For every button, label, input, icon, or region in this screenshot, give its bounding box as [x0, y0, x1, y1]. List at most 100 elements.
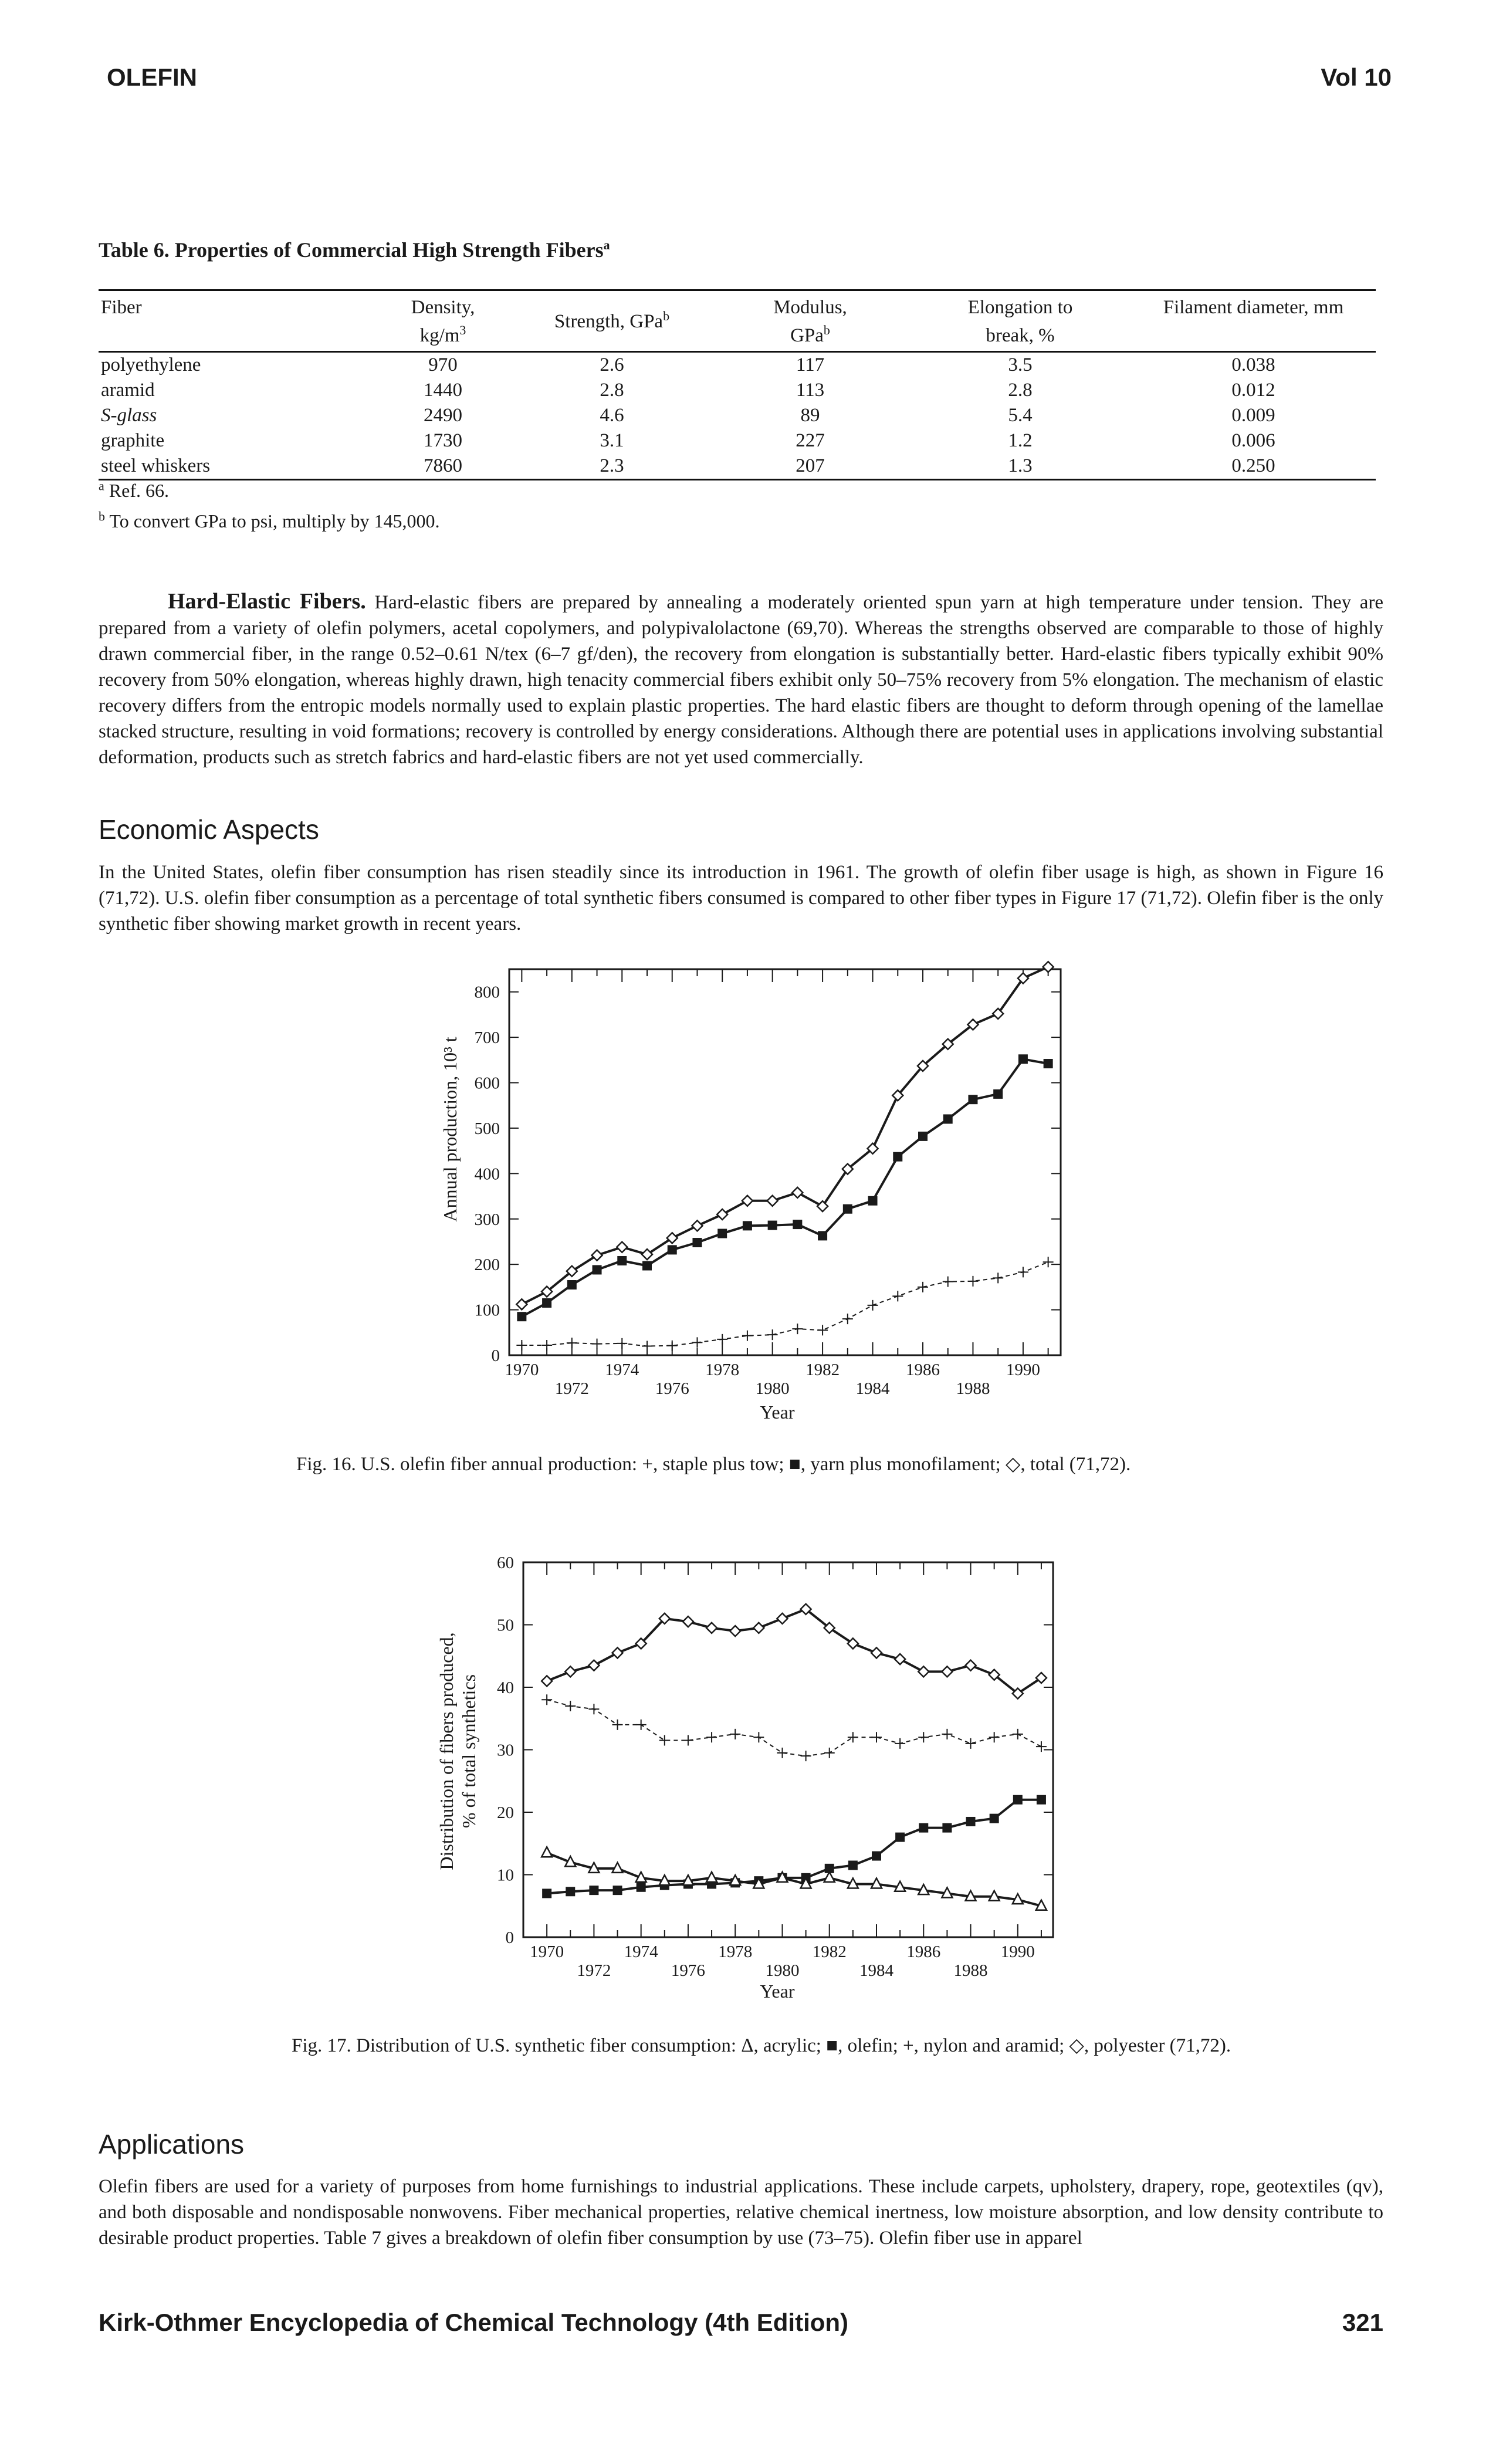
fig16-series — [515, 960, 1055, 1352]
fig17-data-point-triangle — [846, 1876, 859, 1889]
fig16-data-point-diamond — [791, 1186, 804, 1199]
fig17-data-point-plus — [612, 1719, 623, 1730]
fig17-data-point-plus — [800, 1751, 811, 1762]
fig17-data-point-triangle — [893, 1880, 907, 1893]
economic-paragraph: In the United States, olefin fiber consu… — [99, 862, 1383, 935]
fig16-y-axis-label: Annual production, 10³ t — [439, 1037, 461, 1221]
fig17-data-point-plus — [1035, 1741, 1047, 1752]
col-header-text: break, % — [986, 325, 1055, 346]
fig16-data-point-square — [617, 1255, 627, 1265]
fig17-data-point-triangle — [940, 1886, 954, 1898]
fig17-data-point-triangle — [752, 1876, 766, 1889]
fig16-data-point-plus — [541, 1339, 553, 1351]
fig16-x-tick-label: 1980 — [756, 1379, 790, 1398]
fig17-x-tick-label: 1978 — [718, 1942, 752, 1961]
fig17-data-point-diamond — [611, 1646, 624, 1660]
fig17-series-diamond — [540, 1603, 1048, 1700]
table-cell: 970 — [428, 354, 458, 375]
table-cell: 4.6 — [600, 405, 624, 426]
figure-16-caption: Fig. 16. U.S. olefin fiber annual produc… — [296, 1454, 1131, 1475]
fig16-data-point-diamond — [916, 1060, 929, 1072]
table-cell: 2.8 — [600, 380, 624, 401]
fig17-data-point-triangle — [681, 1873, 695, 1886]
table-cell: 0.012 — [1231, 380, 1275, 401]
table-row: steel whiskers 7860 2.3 207 1.3 0.250 — [99, 453, 1376, 480]
fig17-y-tick-label: 30 — [497, 1741, 514, 1760]
fig16-series-line-diamond — [521, 966, 1049, 1306]
fig17-series-line-plus — [546, 1699, 1042, 1757]
table-cell: 113 — [796, 380, 825, 401]
col-header-diameter: Filament diameter, mm — [1131, 289, 1376, 353]
fig16-data-point-square — [918, 1131, 928, 1141]
fig17-data-point-diamond — [752, 1622, 766, 1634]
fig16-y-tick-label: 300 — [475, 1210, 500, 1229]
fig17-x-tick-label: 1984 — [859, 1961, 894, 1980]
table-cell: 227 — [796, 430, 825, 451]
fig17-data-point-diamond — [658, 1612, 671, 1625]
running-header-title: OLEFIN — [107, 63, 197, 91]
fig16-data-point-diamond — [866, 1142, 879, 1155]
col-header-text: Filament diameter, mm — [1163, 297, 1344, 318]
col-header-fiber: Fiber — [99, 289, 373, 353]
fig16-y-tick-label: 100 — [475, 1301, 500, 1320]
fig17-data-point-plus — [541, 1694, 553, 1705]
fig17-series-line-triangle — [546, 1852, 1042, 1907]
fig17-y-axis-label-line: % of total synthetics — [458, 1674, 479, 1828]
table-cell: 3.1 — [600, 430, 624, 451]
fig17-data-point-triangle — [658, 1873, 671, 1886]
fig16-y-tick-label: 500 — [475, 1119, 500, 1138]
table-cell: 2490 — [424, 405, 462, 426]
fig17-data-point-square — [872, 1851, 881, 1861]
table-cell: 2.3 — [513, 453, 711, 480]
fig17-data-point-triangle — [564, 1854, 577, 1867]
fig17-data-point-diamond — [682, 1615, 695, 1628]
footnote-text: Ref. 66. — [109, 480, 169, 501]
fig16-data-point-diamond — [741, 1194, 754, 1207]
table-cell: 1730 — [424, 430, 462, 451]
fig16-x-tick-label: 1982 — [805, 1360, 840, 1379]
fig17-data-point-diamond — [540, 1674, 553, 1688]
fig17-data-point-plus — [753, 1732, 764, 1743]
fig16-x-tick-label: 1976 — [655, 1379, 689, 1398]
fig16-x-tick-label: 1970 — [505, 1360, 539, 1379]
fig16-data-point-plus — [742, 1330, 753, 1341]
col-header-sup: 3 — [459, 323, 466, 337]
table-cell: 207 — [711, 453, 909, 480]
footnote-text: To convert GPa to psi, multiply by 145,0… — [109, 510, 440, 532]
fig16-data-point-diamond — [641, 1248, 654, 1261]
fig17-data-point-triangle — [869, 1876, 884, 1889]
fig16-data-point-plus — [717, 1333, 728, 1345]
fig17-data-point-diamond — [1035, 1671, 1048, 1684]
fig17-data-point-plus — [635, 1719, 647, 1730]
fig16-data-point-plus — [767, 1329, 778, 1341]
fig16-data-point-square — [1018, 1054, 1028, 1064]
fig16-y-tick-label: 0 — [492, 1346, 500, 1365]
fig16-series-line-plus — [522, 1261, 1049, 1347]
fig17-data-point-triangle — [729, 1873, 742, 1886]
fig17-data-point-diamond — [799, 1603, 813, 1616]
table-cell: steel whiskers — [99, 453, 373, 480]
fig17-data-point-plus — [942, 1728, 953, 1739]
table-cell: aramid — [101, 380, 155, 401]
fig17-data-point-plus — [588, 1704, 600, 1715]
fig17-data-point-triangle — [587, 1861, 601, 1874]
table-row: polyethylene 970 2.6 117 3.5 0.038 — [99, 352, 1376, 378]
fig17-x-tick-label: 1988 — [954, 1961, 988, 1980]
fig16-x-tick-label: 1978 — [705, 1360, 739, 1379]
fig16-data-point-plus — [892, 1291, 903, 1302]
fig17-data-point-square — [566, 1887, 576, 1897]
table-cell: 117 — [796, 354, 825, 375]
col-header-text: kg/m — [419, 325, 460, 346]
table-cell: 0.250 — [1131, 453, 1376, 480]
fig16-data-point-diamond — [691, 1219, 704, 1233]
fig16-series-square — [517, 1054, 1053, 1322]
fig17-data-point-square — [895, 1832, 905, 1842]
fig17-data-point-triangle — [611, 1861, 624, 1874]
fig17-y-tick-label: 50 — [497, 1616, 514, 1635]
table-caption-sup: a — [603, 238, 610, 252]
fig17-data-point-triangle — [823, 1870, 836, 1883]
fig17-data-point-triangle — [776, 1870, 789, 1883]
fig17-data-point-square — [848, 1860, 858, 1870]
col-header-text: GPa — [790, 325, 824, 346]
fig16-data-point-square — [943, 1114, 953, 1124]
